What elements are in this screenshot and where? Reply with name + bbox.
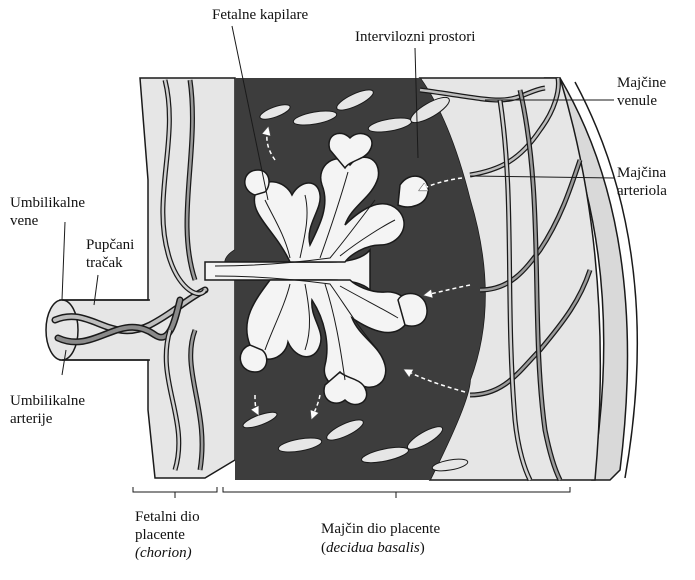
label-fetal-part-line2: placente [135, 527, 185, 543]
label-fetal-part-line3: (chorion) [135, 545, 192, 561]
label-umbilical-cord-line1: Pupčani [86, 237, 135, 253]
label-maternal-venules-line1: Majčine [617, 75, 667, 91]
label-umbilical-arteries-line1: Umbilikalne [10, 393, 85, 409]
label-umbilical-veins-line2: vene [10, 213, 39, 229]
flow-arrows [255, 128, 471, 418]
label-maternal-arteriole-line2: arteriola [617, 183, 667, 199]
label-umbilical-arteries-line2: arterije [10, 411, 53, 427]
villus-sections [242, 89, 469, 472]
maternal-vessels [419, 77, 593, 482]
paren-close: ) [419, 540, 425, 556]
label-maternal-arteriole-line1: Majčina [617, 165, 667, 181]
label-fetal-capillaries: Fetalne kapilare [212, 7, 309, 23]
label-maternal-venules-line2: venule [617, 93, 657, 109]
label-umbilical-cord-line2: tračak [86, 255, 123, 271]
umbilical-cord-end [45, 299, 79, 361]
label-umbilical-veins-line1: Umbilikalne [10, 195, 85, 211]
villus-tree-lower [239, 279, 428, 406]
label-maternal-part-line1: Majčin dio placente [321, 521, 441, 537]
label-intervillous-spaces: Intervilozni prostori [355, 29, 476, 45]
decidua-basalis-term: decidua basalis [326, 540, 420, 556]
leader-lines [61, 25, 615, 376]
part-brackets [132, 487, 571, 498]
fetal-capillaries [214, 171, 399, 381]
label-maternal-part-line2: (decidua basalis) [321, 539, 425, 557]
paren-open: ( [321, 540, 326, 556]
label-fetal-part-line1: Fetalni dio [135, 509, 200, 525]
